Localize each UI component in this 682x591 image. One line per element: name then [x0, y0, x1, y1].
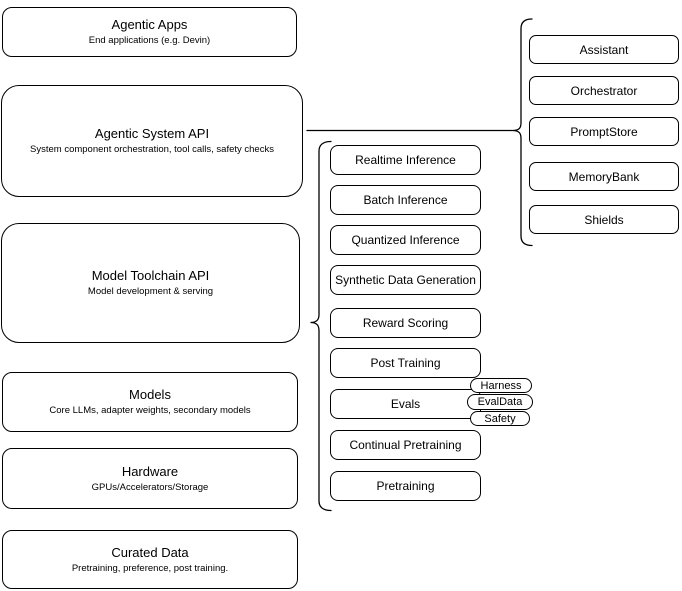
node-subtitle: Pretraining, preference, post training.	[71, 562, 229, 574]
item-post-training: Post Training	[330, 348, 481, 378]
node-title: Agentic Apps	[111, 17, 188, 32]
node-hardware: Hardware GPUs/Accelerators/Storage	[2, 448, 298, 509]
node-subtitle: GPUs/Accelerators/Storage	[91, 481, 209, 493]
component-assistant: Assistant	[529, 35, 679, 64]
node-agentic-system-api: Agentic System API System component orch…	[1, 85, 303, 197]
component-orchestrator: Orchestrator	[529, 76, 679, 105]
node-title: Agentic System API	[94, 126, 210, 141]
item-batch-inference: Batch Inference	[330, 185, 481, 215]
node-title: Curated Data	[111, 544, 189, 560]
node-subtitle: System component orchestration, tool cal…	[30, 144, 274, 155]
node-title: Models	[129, 387, 171, 402]
badge-evaldata: EvalData	[467, 394, 533, 410]
badge-harness: Harness	[470, 378, 532, 393]
component-promptstore: PromptStore	[529, 117, 679, 146]
node-title: Model Toolchain API	[91, 268, 210, 283]
node-models: Models Core LLMs, adapter weights, secon…	[2, 372, 298, 432]
toolchain-brace	[310, 140, 332, 512]
item-quantized-inference: Quantized Inference	[330, 225, 481, 255]
node-agentic-apps: Agentic Apps End applications (e.g. Devi…	[2, 7, 297, 57]
item-realtime-inference: Realtime Inference	[330, 145, 481, 175]
node-subtitle: End applications (e.g. Devin)	[88, 35, 211, 46]
badge-safety: Safety	[470, 411, 530, 426]
node-curated-data: Curated Data Pretraining, preference, po…	[2, 530, 298, 589]
node-subtitle: Model development & serving	[87, 286, 214, 297]
item-synthetic-data-generation: Synthetic Data Generation	[330, 265, 481, 295]
node-subtitle: Core LLMs, adapter weights, secondary mo…	[49, 405, 251, 416]
component-memorybank: MemoryBank	[529, 162, 679, 191]
item-evals: Evals	[330, 389, 481, 419]
node-model-toolchain-api: Model Toolchain API Model development & …	[1, 223, 300, 343]
item-pretraining: Pretraining	[330, 471, 481, 501]
item-continual-pretraining: Continual Pretraining	[330, 430, 481, 460]
node-title: Hardware	[121, 463, 179, 479]
item-reward-scoring: Reward Scoring	[330, 308, 481, 338]
component-shields: Shields	[529, 205, 679, 234]
